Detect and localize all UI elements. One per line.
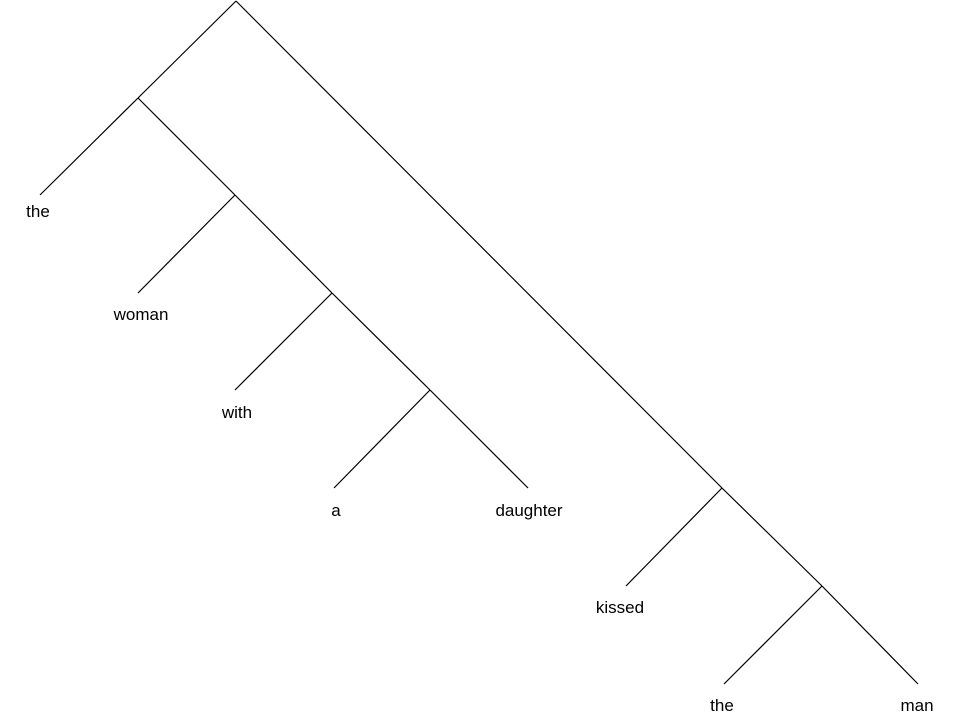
branch-vp-right xyxy=(721,487,823,587)
branch-np-left xyxy=(39,97,139,196)
word-the-2: the xyxy=(710,696,734,715)
branch-root-right xyxy=(235,0,723,489)
word-kissed: kissed xyxy=(595,598,645,617)
word-woman: woman xyxy=(113,305,169,324)
branch-pp-np-left xyxy=(333,389,431,489)
branch-obj-right xyxy=(821,585,919,685)
word-with: with xyxy=(221,403,253,422)
branch-nbar-right xyxy=(234,194,333,294)
branch-obj-left xyxy=(723,585,823,685)
branch-pp-np-right xyxy=(429,389,529,489)
branch-vp-left xyxy=(625,487,723,587)
word-man: man xyxy=(900,696,934,715)
branch-np-right xyxy=(137,97,236,196)
branch-nbar-left xyxy=(137,194,236,294)
word-daughter: daughter xyxy=(495,501,563,520)
branch-pp-right xyxy=(331,292,431,391)
branch-root-left xyxy=(137,0,237,99)
word-the-1: the xyxy=(26,202,50,221)
word-a: a xyxy=(331,501,341,520)
branch-pp-left xyxy=(234,292,333,391)
